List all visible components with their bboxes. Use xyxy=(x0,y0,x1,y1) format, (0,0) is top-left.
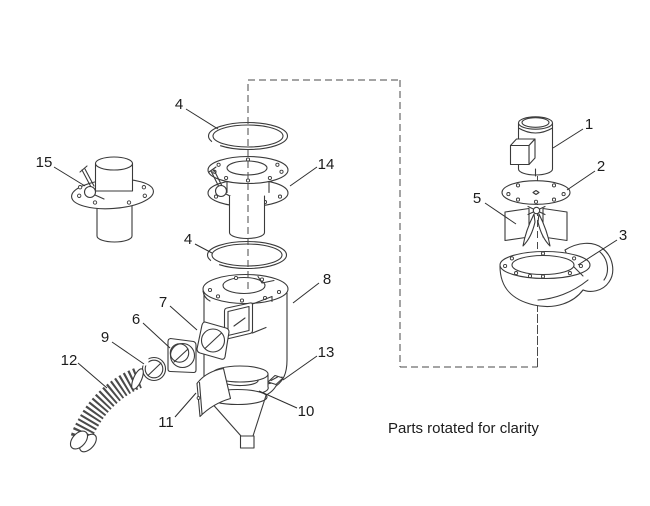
callout-10: 10 xyxy=(258,390,315,420)
callout-label-12: 12 xyxy=(61,352,78,369)
callout-label-10: 10 xyxy=(298,403,315,420)
part-15-inlet-assembly xyxy=(71,156,154,243)
callout-4-lower: 4 xyxy=(184,231,213,254)
callout-label-2: 2 xyxy=(597,158,605,175)
callout-8: 8 xyxy=(292,271,331,304)
callout-label-15: 15 xyxy=(36,154,53,171)
part-2-motor-mount-plate xyxy=(501,180,571,205)
callout-label-4-upper: 4 xyxy=(175,96,183,113)
part-5-impeller xyxy=(504,205,568,247)
part-7-inlet-plate xyxy=(196,321,230,360)
callout-label-13: 13 xyxy=(318,344,335,361)
callout-15: 15 xyxy=(36,154,86,187)
callout-13: 13 xyxy=(282,344,335,381)
callout-6: 6 xyxy=(132,311,171,349)
callout-2: 2 xyxy=(566,158,605,191)
callout-1: 1 xyxy=(552,116,593,149)
callout-4-upper: 4 xyxy=(175,96,219,130)
part-13-clip xyxy=(267,374,284,386)
callout-9: 9 xyxy=(101,329,145,365)
part-11-deflector-plate xyxy=(196,367,232,418)
diagram-caption: Parts rotated for clarity xyxy=(388,420,539,437)
part-6-tube-fitting xyxy=(167,337,197,374)
part-14-flanged-spool xyxy=(207,155,289,240)
callout-label-6: 6 xyxy=(132,311,140,328)
part-3-blower-housing xyxy=(499,242,614,308)
callout-label-3: 3 xyxy=(619,227,627,244)
part-9-ring-clamp xyxy=(141,356,167,382)
part-1-motor xyxy=(509,116,554,177)
assembly-alignment-dashed-path xyxy=(248,79,538,368)
callout-3: 3 xyxy=(577,227,627,266)
callout-label-4-lower: 4 xyxy=(184,231,192,248)
part-4-gasket-lower xyxy=(206,240,288,270)
callout-label-5: 5 xyxy=(473,190,481,207)
callout-12: 12 xyxy=(61,352,108,389)
callout-label-11: 11 xyxy=(158,414,174,431)
callout-label-7: 7 xyxy=(159,294,167,311)
callout-label-1: 1 xyxy=(585,116,593,133)
callout-label-14: 14 xyxy=(318,156,335,173)
callout-label-9: 9 xyxy=(101,329,109,346)
callout-label-8: 8 xyxy=(323,271,331,288)
callout-5: 5 xyxy=(473,190,517,225)
callout-11: 11 xyxy=(158,392,197,431)
callout-7: 7 xyxy=(159,294,198,331)
part-12-flex-hose xyxy=(69,368,144,453)
callout-14: 14 xyxy=(289,156,335,187)
